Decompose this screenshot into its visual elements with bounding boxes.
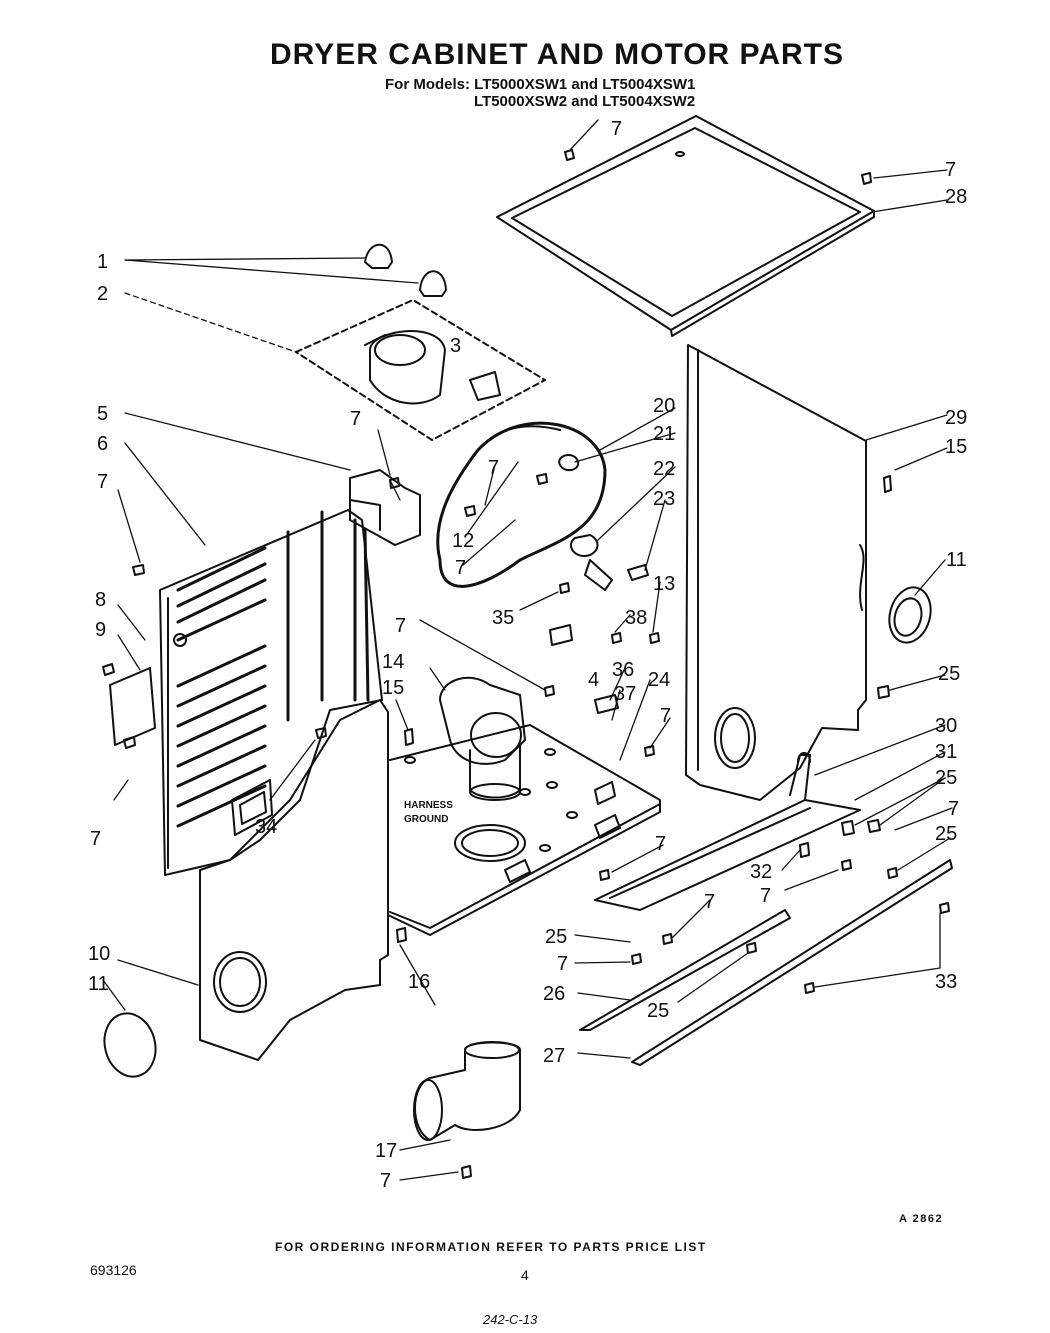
diagram-title: DRYER CABINET AND MOTOR PARTS [270,38,845,71]
ground-label: GROUND [404,814,448,825]
callout-1: 1 [97,251,108,273]
leader-lines [102,119,953,1181]
callout-7-k: 7 [948,798,959,820]
callout-23: 23 [653,488,675,510]
callout-7-o: 7 [557,953,568,975]
cabinet-base [387,724,661,936]
callout-25-c: 25 [935,823,957,845]
callout-34: 34 [255,816,277,838]
callout-11-b: 11 [946,549,967,571]
callout-11-a: 11 [88,973,109,995]
callout-25-b: 25 [935,767,957,789]
callout-37: 37 [614,683,636,705]
models-line-2: LT5000XSW2 and LT5004XSW2 [474,93,696,110]
door-plug-right [888,586,932,644]
callout-35: 35 [492,607,514,629]
callout-7-d: 7 [395,615,406,637]
motor-mount-bracket [349,469,421,546]
harness-label: HARNESS [404,800,453,811]
callout-7-n: 7 [704,891,715,913]
callout-24: 24 [648,669,670,691]
callout-29: 29 [945,407,967,429]
callout-13: 13 [653,573,675,595]
exhaust-elbow [413,1041,521,1141]
callout-10: 10 [88,943,110,965]
callout-26: 26 [543,983,565,1005]
cover-plate [109,667,156,746]
rear-panel [159,509,383,876]
blower-housing [439,676,526,801]
callout-21: 21 [653,423,675,445]
callout-3: 3 [450,335,461,357]
callout-12: 12 [452,530,474,552]
front-panel [199,699,389,1061]
models-line-1: For Models: LT5000XSW1 and LT5004XSW1 [385,76,696,93]
callout-16: 16 [408,971,430,993]
page-number: 4 [521,1267,529,1283]
callout-32: 32 [750,861,772,883]
door-plug-left [103,1012,157,1078]
callout-25-d: 25 [545,926,567,948]
callout-36: 36 [612,659,634,681]
document-number: 693126 [90,1262,137,1278]
callout-33: 33 [935,971,957,993]
callout-38: 38 [625,607,647,629]
callout-7-g: 7 [945,159,956,181]
ordering-info: FOR ORDERING INFORMATION REFER TO PARTS … [275,1240,707,1254]
motor-clips [364,243,447,297]
callout-31: 31 [935,741,957,763]
callout-7-m: 7 [760,885,771,907]
callout-25-e: 25 [647,1000,669,1022]
callout-22: 22 [653,458,675,480]
callout-20: 20 [653,395,675,417]
callout-7-i: 7 [455,557,466,579]
callout-17: 17 [375,1140,397,1162]
callout-15-a: 15 [382,677,404,699]
callout-6: 6 [97,433,108,455]
callout-7-b: 7 [90,828,101,850]
callout-7-e: 7 [380,1170,391,1192]
handwritten-note: 242-C-13 [483,1312,538,1327]
drive-belt [436,421,607,588]
callout-27: 27 [543,1045,565,1067]
callout-7-f: 7 [611,118,622,140]
callout-14: 14 [382,651,404,673]
callout-9: 9 [95,619,106,641]
diagram-code: A 2862 [899,1213,944,1225]
top-panel [496,115,875,337]
right-side-panel [685,344,867,801]
callout-7-c: 7 [350,408,361,430]
callout-numbers: 1 2 3 5 6 7 8 9 7 10 11 7 14 15 7 34 16 … [88,118,967,1192]
callout-7-h: 7 [488,457,499,479]
callout-4: 4 [588,669,599,691]
callout-8: 8 [95,589,106,611]
callout-25-a: 25 [938,663,960,685]
toe-panel [579,752,953,1066]
fasteners [102,149,950,1179]
callout-7-j: 7 [660,705,671,727]
callout-15-b: 15 [945,436,967,458]
callout-30: 30 [935,715,957,737]
callout-5: 5 [97,403,108,425]
motor-assembly [295,299,546,441]
callout-2: 2 [97,283,108,305]
callout-7-a: 7 [97,471,108,493]
callout-28: 28 [945,186,967,208]
callout-7-l: 7 [655,833,666,855]
